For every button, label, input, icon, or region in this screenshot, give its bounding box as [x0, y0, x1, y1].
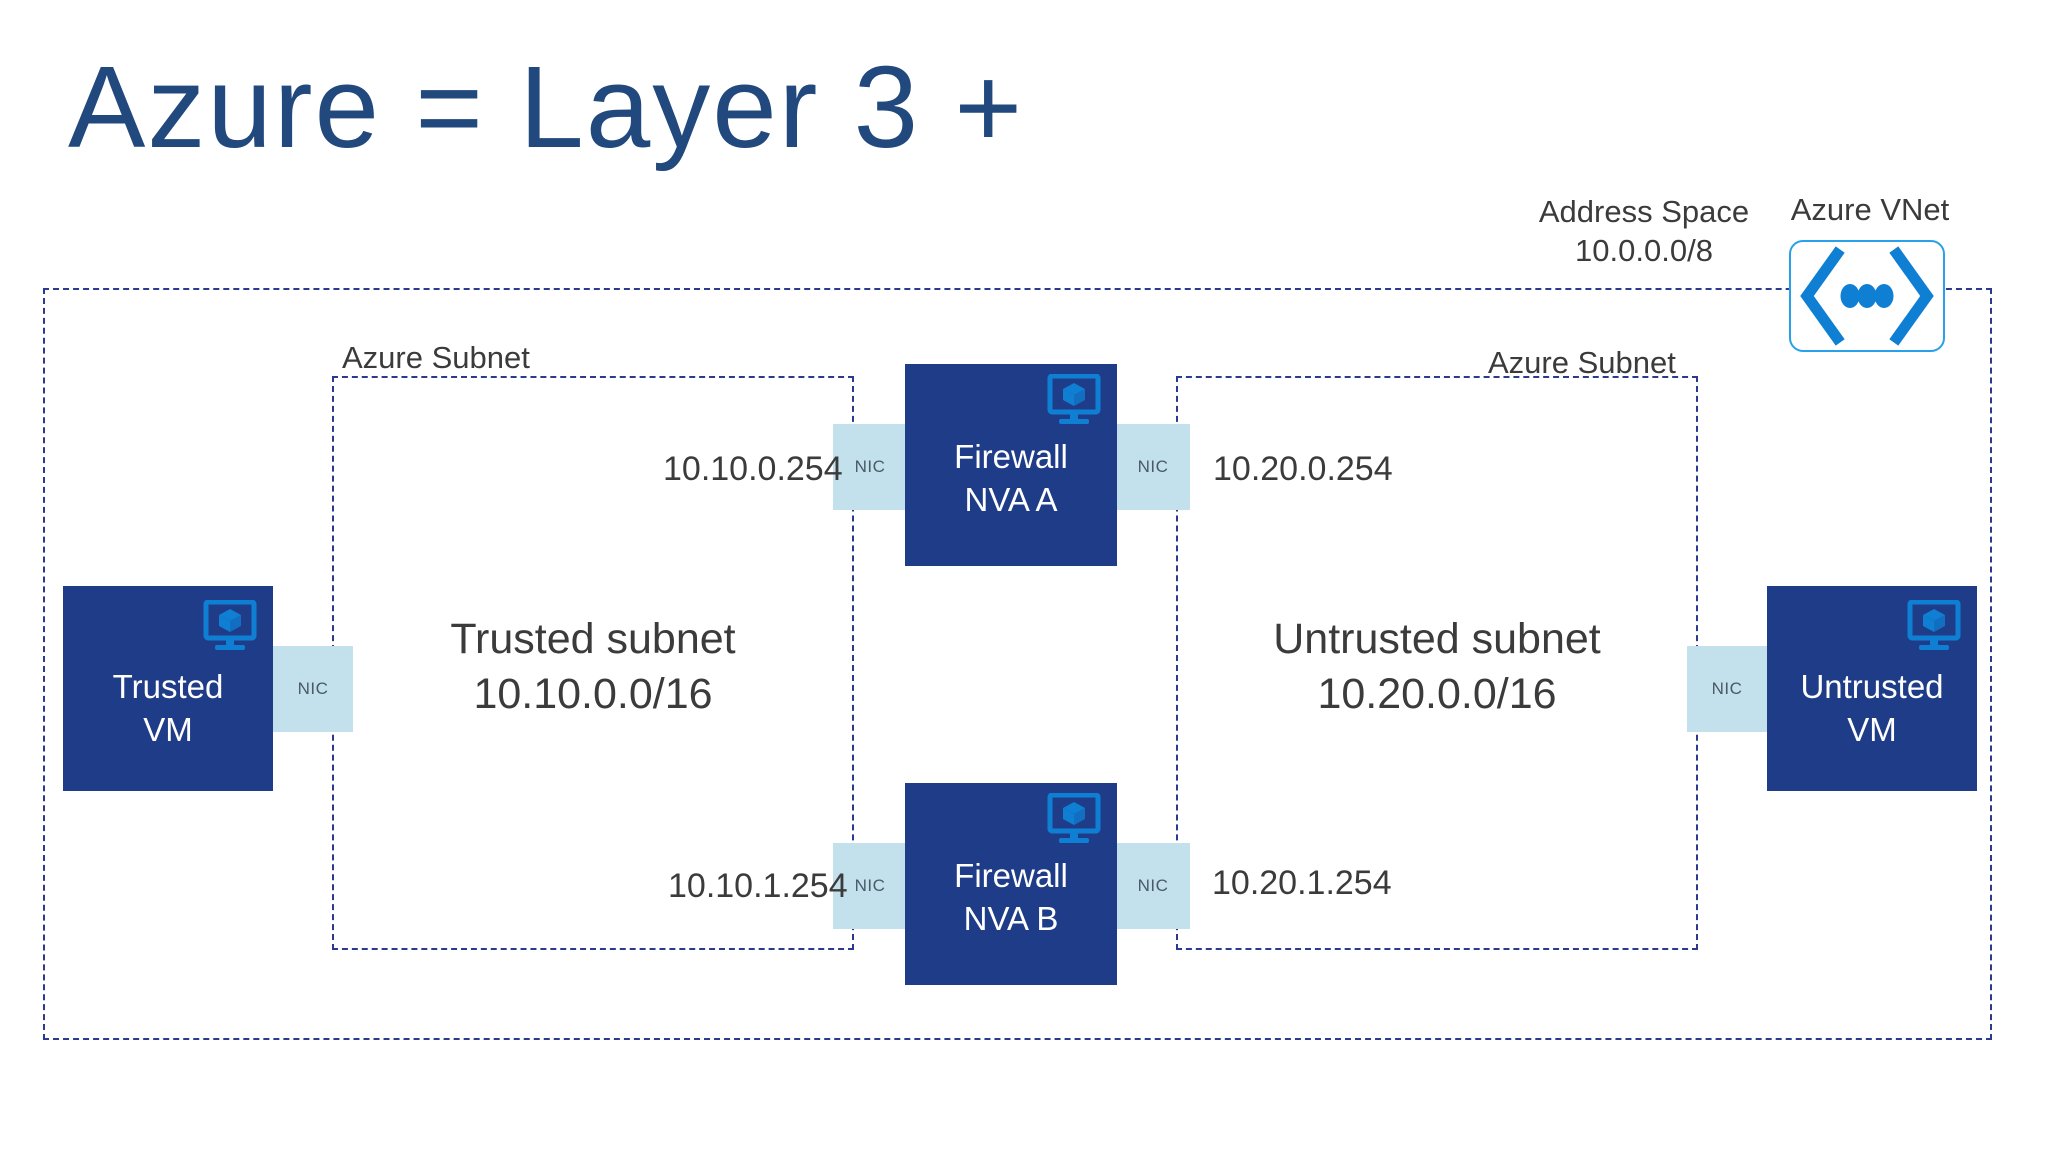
- nic-firewall-b-trusted[interactable]: NIC: [833, 843, 907, 929]
- ip-label-firewall-b-untrusted: 10.20.1.254: [1212, 864, 1392, 902]
- nic-untrusted-vm[interactable]: NIC: [1687, 646, 1767, 732]
- subnet-caption-untrusted: Azure Subnet: [1488, 345, 1676, 380]
- firewall-tile-nva-b[interactable]: Firewall NVA B: [905, 783, 1117, 985]
- firewall-label-line1: Firewall: [954, 857, 1068, 894]
- firewall-label-line2: NVA A: [964, 480, 1058, 518]
- ip-label-firewall-a-untrusted: 10.20.0.254: [1213, 450, 1393, 488]
- page-title: Azure = Layer 3 +: [68, 42, 1025, 172]
- firewall-tile-label-b: Firewall NVA B: [905, 855, 1117, 941]
- azure-vnet-label: Azure VNet: [1790, 192, 1950, 227]
- nic-label: NIC: [854, 876, 886, 895]
- nic-firewall-a-untrusted[interactable]: NIC: [1116, 424, 1190, 510]
- vm-tile-untrusted[interactable]: Untrusted VM: [1767, 586, 1977, 791]
- vm-label-line2: VM: [143, 710, 193, 748]
- vm-tile-trusted[interactable]: Trusted VM: [63, 586, 273, 791]
- subnet-caption-trusted: Azure Subnet: [342, 340, 530, 375]
- subnet-title-untrusted: Untrusted subnet 10.20.0.0/16: [1176, 612, 1698, 722]
- address-space-caption: Address Space 10.0.0.0/8: [1528, 192, 1760, 270]
- vm-label-line2: VM: [1847, 710, 1897, 748]
- firewall-tile-nva-a[interactable]: Firewall NVA A: [905, 364, 1117, 566]
- azure-vnet-chevron-dots-icon: [1789, 240, 1945, 352]
- virtual-machine-icon: [1047, 373, 1105, 428]
- subnet-name-trusted: Trusted subnet: [450, 615, 736, 663]
- address-space-cidr: 10.0.0.0/8: [1575, 233, 1713, 269]
- nic-trusted-vm[interactable]: NIC: [273, 646, 353, 732]
- azure-vnet-boundary: [43, 288, 1992, 1040]
- firewall-label-line2: NVA B: [963, 899, 1059, 937]
- virtual-machine-icon: [1047, 792, 1105, 847]
- nic-label: NIC: [854, 457, 886, 476]
- address-space-label: Address Space: [1538, 194, 1750, 229]
- vm-label-line1: Untrusted: [1800, 668, 1944, 705]
- subnet-cidr-trusted: 10.10.0.0/16: [473, 670, 713, 719]
- subnet-cidr-untrusted: 10.20.0.0/16: [1317, 670, 1557, 719]
- nic-label: NIC: [1711, 679, 1743, 698]
- nic-label: NIC: [1137, 457, 1169, 476]
- nic-firewall-a-trusted[interactable]: NIC: [833, 424, 907, 510]
- nic-firewall-b-untrusted[interactable]: NIC: [1116, 843, 1190, 929]
- ip-label-firewall-b-trusted: 10.10.1.254: [668, 867, 848, 905]
- nic-label: NIC: [297, 679, 329, 698]
- firewall-label-line1: Firewall: [954, 438, 1068, 475]
- subnet-name-untrusted: Untrusted subnet: [1273, 615, 1601, 663]
- subnet-title-trusted: Trusted subnet 10.10.0.0/16: [332, 612, 854, 722]
- virtual-machine-icon: [1907, 599, 1965, 654]
- ip-label-firewall-a-trusted: 10.10.0.254: [663, 450, 843, 488]
- vm-label-line1: Trusted: [112, 668, 224, 705]
- firewall-tile-label-a: Firewall NVA A: [905, 436, 1117, 522]
- virtual-machine-icon: [203, 599, 261, 654]
- nic-label: NIC: [1137, 876, 1169, 895]
- vm-tile-label-untrusted: Untrusted VM: [1767, 666, 1977, 752]
- vm-tile-label-trusted: Trusted VM: [63, 666, 273, 752]
